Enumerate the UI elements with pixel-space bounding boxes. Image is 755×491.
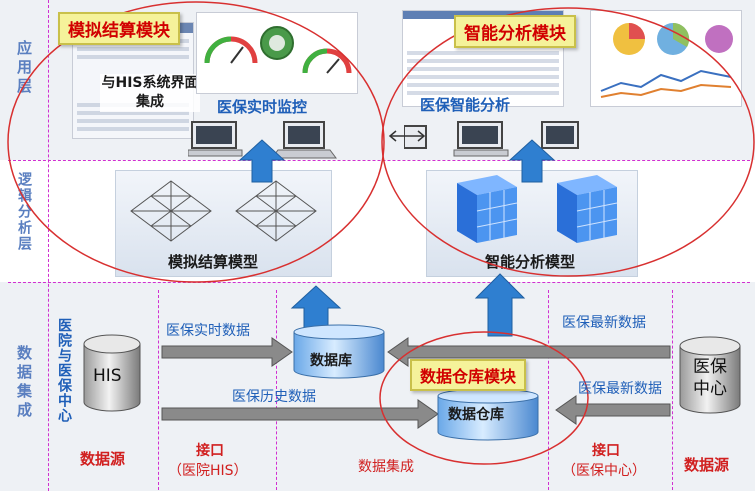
application-layer-label: 应用层 (15, 40, 33, 97)
laptop-icon (541, 121, 579, 149)
left-arrow-icon (387, 337, 671, 367)
layer-divider-top (8, 160, 750, 161)
interface-right-label: 接口 (592, 443, 620, 459)
data-source-right-label: 数据源 (684, 456, 730, 474)
latest-data-label-1: 医保最新数据 (562, 315, 646, 331)
analysis-computers (404, 121, 579, 157)
insurance-center-label: 医保中心 (693, 357, 727, 399)
analysis-module-callout: 智能分析模块 (454, 15, 576, 48)
insurance-center-database-icon (679, 336, 741, 414)
interface-right-sub-label: （医保中心） (562, 463, 646, 479)
settlement-model-label: 模拟结算模型 (168, 253, 259, 271)
column-divider-4 (672, 290, 673, 490)
layer-divider-bottom (8, 282, 750, 283)
warehouse-module-ellipse (379, 331, 589, 465)
column-divider-1 (158, 290, 159, 490)
network-icon (130, 180, 212, 242)
analysis-chart-graphic (600, 22, 733, 98)
hospital-side-label: 医院与医保中心 (56, 318, 72, 423)
database-label: 数据库 (310, 353, 352, 369)
database-icon (293, 324, 385, 379)
desktop-computer-icon (188, 121, 243, 157)
data-layer-label: 数据集成 (15, 345, 33, 421)
up-arrow-icon (474, 273, 526, 337)
cube-icon (457, 175, 518, 243)
interface-left-sub-label: （医院HIS） (168, 463, 248, 479)
cube-icon (557, 175, 618, 243)
integration-label: 数据集成 (358, 459, 414, 475)
warehouse-label: 数据仓库 (448, 407, 504, 423)
data-source-left-label: 数据源 (80, 450, 126, 468)
intelligent-analysis-label: 医保智能分析 (420, 96, 511, 114)
column-divider-2 (276, 290, 277, 490)
latest-data-label-2: 医保最新数据 (578, 381, 662, 397)
realtime-data-label: 医保实时数据 (166, 323, 250, 339)
desktop-computer-icon (453, 121, 509, 157)
analysis-model-label: 智能分析模型 (485, 253, 576, 271)
up-arrow-icon (238, 139, 286, 183)
settlement-model-box: 模拟结算模型 (115, 170, 332, 277)
monitor-computers (188, 121, 337, 159)
his-label: HIS (93, 366, 122, 386)
interface-left-label: 接口 (196, 443, 224, 459)
gauge-graphics (204, 26, 352, 74)
warehouse-module-callout: 数据仓库模块 (410, 359, 527, 391)
label-column-divider (48, 0, 49, 491)
up-arrow-icon (508, 139, 556, 183)
settlement-module-ellipse (7, 1, 385, 283)
network-icon (235, 180, 317, 242)
realtime-monitor-label: 医保实时监控 (217, 98, 308, 116)
laptop-icon (271, 121, 337, 159)
left-arrow-icon (555, 395, 671, 425)
analysis-model-box: 智能分析模型 (426, 170, 638, 277)
gauge-icon (204, 36, 258, 64)
right-arrow-icon (161, 399, 439, 429)
history-data-label: 医保历史数据 (232, 389, 316, 405)
right-arrow-icon (161, 337, 293, 367)
analysis-chart-screen (590, 10, 742, 107)
his-integration-label: 与HIS系统界面集成 (100, 74, 200, 112)
his-database-icon (83, 334, 141, 412)
cube-graphics (457, 175, 618, 243)
monitor-icon (404, 125, 427, 149)
column-divider-3 (548, 290, 549, 490)
network-graphics (130, 180, 317, 242)
analysis-module-ellipse (381, 7, 755, 277)
settlement-module-callout: 模拟结算模块 (58, 12, 180, 45)
monitor-gauge-panel (196, 12, 358, 94)
